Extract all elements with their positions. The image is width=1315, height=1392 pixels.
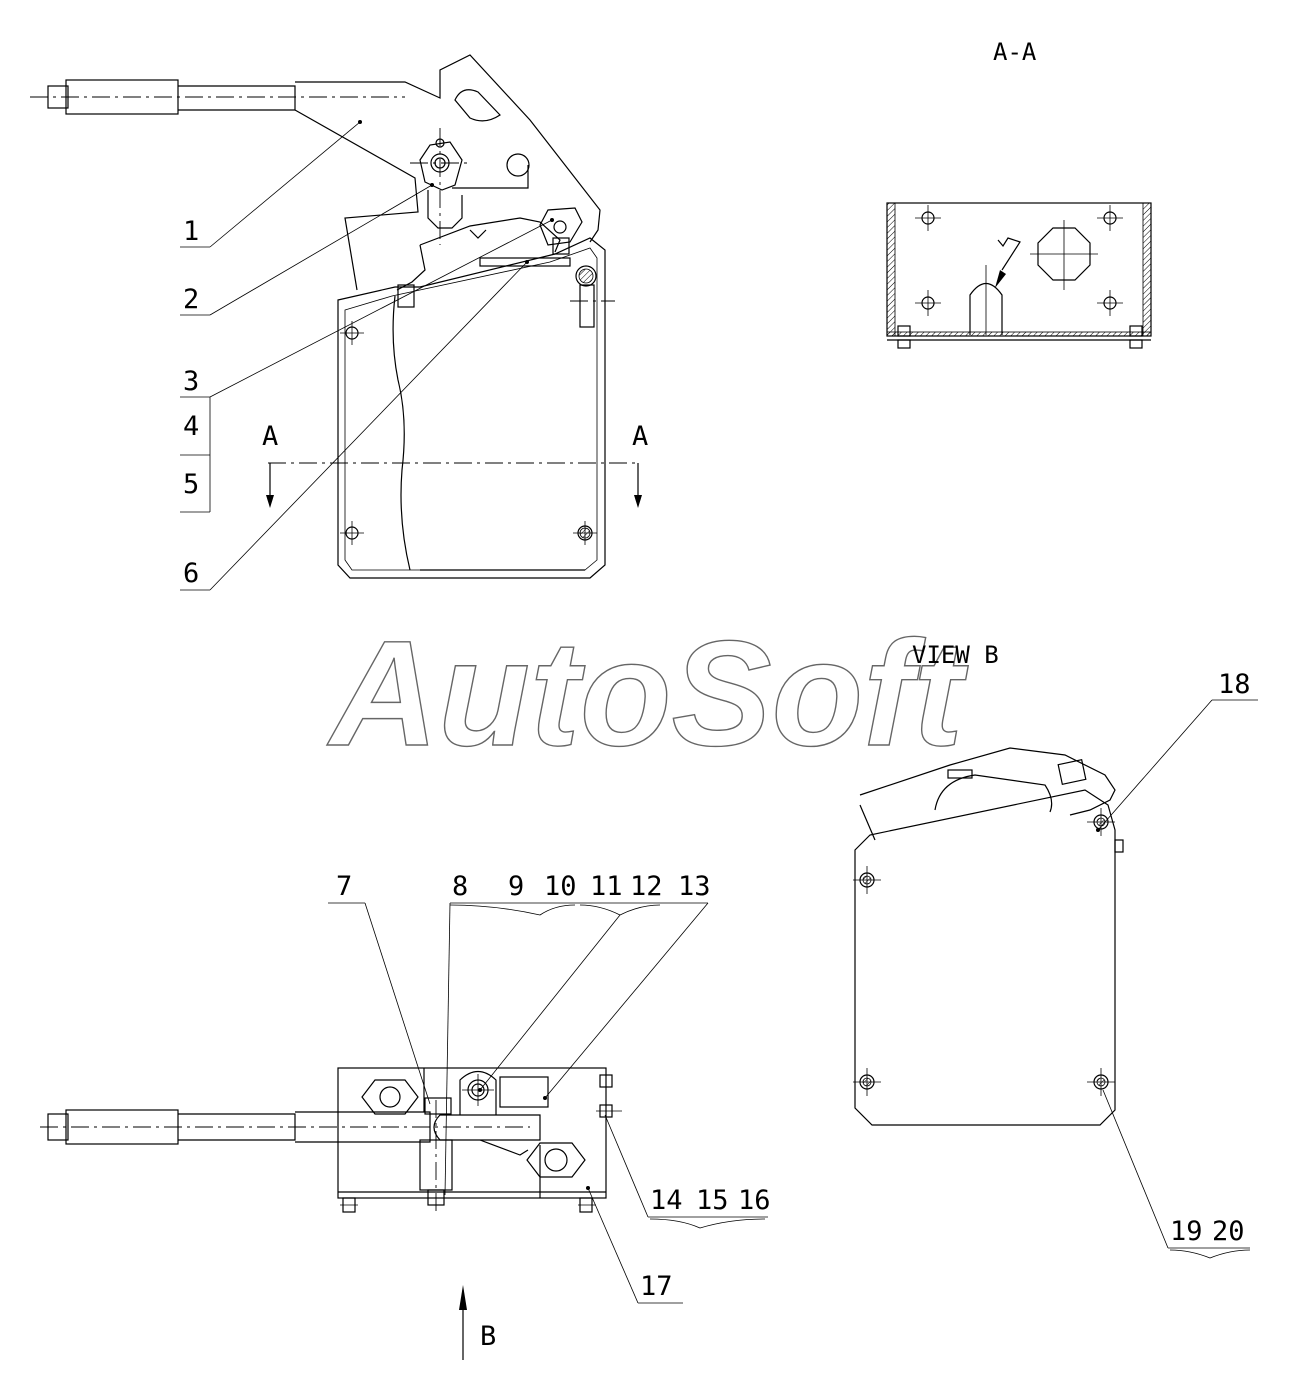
callout-17: 17 xyxy=(640,1271,673,1302)
view-b-arrow-label: B xyxy=(480,1321,496,1352)
view-b-title: VIEW B xyxy=(912,641,999,669)
callouts-front-view: 7 8 9 10 11 12 13 14 15 16 17 xyxy=(328,871,771,1304)
callout-16: 16 xyxy=(738,1185,771,1216)
callout-18: 18 xyxy=(1218,669,1251,700)
callout-19: 19 xyxy=(1170,1216,1203,1247)
callout-12: 12 xyxy=(630,871,663,902)
callouts-side-view: 1 2 3 4 5 6 xyxy=(180,120,554,591)
callout-8: 8 xyxy=(452,871,468,902)
section-a-a-title: A-A xyxy=(993,38,1037,66)
section-mark-left: A xyxy=(262,421,278,452)
view-b: VIEW B 18 19 20 xyxy=(853,641,1258,1259)
side-view: A A xyxy=(30,54,648,579)
callout-3: 3 xyxy=(183,366,199,397)
callout-15: 15 xyxy=(696,1185,729,1216)
front-view: B xyxy=(40,1067,622,1360)
callout-4: 4 xyxy=(183,411,199,442)
watermark: AutoSoft xyxy=(326,609,969,777)
callout-13: 13 xyxy=(678,871,711,902)
callout-6: 6 xyxy=(183,558,199,589)
callout-2: 2 xyxy=(183,284,199,315)
callout-7: 7 xyxy=(336,871,352,902)
callout-5: 5 xyxy=(183,469,199,500)
callout-9: 9 xyxy=(508,871,524,902)
section-a-a: A-A xyxy=(886,38,1152,349)
callout-14: 14 xyxy=(650,1185,683,1216)
callout-1: 1 xyxy=(183,216,199,247)
callout-10: 10 xyxy=(544,871,577,902)
callout-11: 11 xyxy=(590,871,623,902)
callout-20: 20 xyxy=(1212,1216,1245,1247)
section-mark-right: A xyxy=(632,421,648,452)
